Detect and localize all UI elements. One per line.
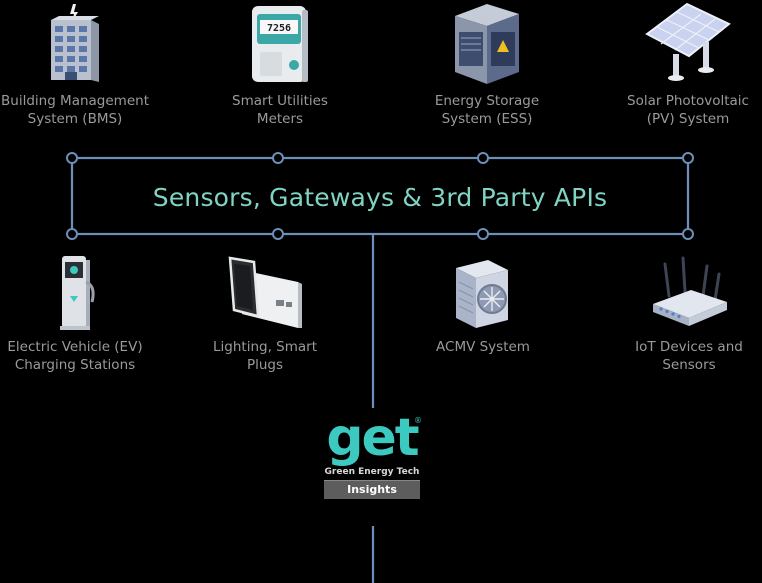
node-label: Electric Vehicle (EV) Charging Stations <box>7 339 143 373</box>
node-smart-meters: 7256 Smart Utilities Meters <box>195 2 365 128</box>
node-ess: Energy Storage System (ESS) <box>402 2 572 128</box>
smart-switch-icon <box>228 256 302 328</box>
node-acmv: ACMV System <box>398 252 568 356</box>
air-conditioner-icon <box>456 260 508 328</box>
bottom-connector-dot-2 <box>272 228 284 240</box>
bottom-connector-dot-1 <box>66 228 78 240</box>
logo-tagline: Green Energy Tech <box>324 467 420 477</box>
solar-panel-icon <box>645 2 731 81</box>
bottom-connector-dot-4 <box>682 228 694 240</box>
logo-insights-badge: Insights <box>324 480 420 499</box>
node-iot: IoT Devices and Sensors <box>604 252 762 374</box>
get-insights-logo: get ® Green Energy Tech Insights <box>316 412 428 499</box>
bottom-connector-dot-3 <box>477 228 489 240</box>
node-solar-pv: Solar Photovoltaic (PV) System <box>603 2 762 128</box>
logo-wordmark: get <box>326 408 419 468</box>
node-bms: Building Management System (BMS) <box>0 2 160 128</box>
top-connector-dot-2 <box>272 152 284 164</box>
office-building-icon <box>51 4 99 82</box>
meter-reading: 7256 <box>267 23 291 34</box>
utility-meter-icon: 7256 <box>252 6 308 82</box>
node-lighting-plugs: Lighting, Smart Plugs <box>180 252 350 374</box>
registered-mark: ® <box>414 416 422 425</box>
top-connector-dot-3 <box>477 152 489 164</box>
iot-router-icon <box>653 256 727 326</box>
ev-charger-icon <box>60 256 95 330</box>
node-label: Solar Photovoltaic (PV) System <box>627 93 749 127</box>
node-label: IoT Devices and Sensors <box>635 339 743 373</box>
battery-storage-cabinet-icon <box>455 4 519 84</box>
top-connector-dot-1 <box>66 152 78 164</box>
node-label: Lighting, Smart Plugs <box>213 339 317 373</box>
node-label: ACMV System <box>436 339 530 355</box>
node-label: Building Management System (BMS) <box>1 93 149 127</box>
top-connector-dot-4 <box>682 152 694 164</box>
hub-title: Sensors, Gateways & 3rd Party APIs <box>152 183 608 212</box>
hub-frame <box>70 156 690 236</box>
node-label: Energy Storage System (ESS) <box>434 93 540 127</box>
node-label: Smart Utilities Meters <box>232 93 328 127</box>
node-ev-charging: Electric Vehicle (EV) Charging Stations <box>0 252 160 374</box>
